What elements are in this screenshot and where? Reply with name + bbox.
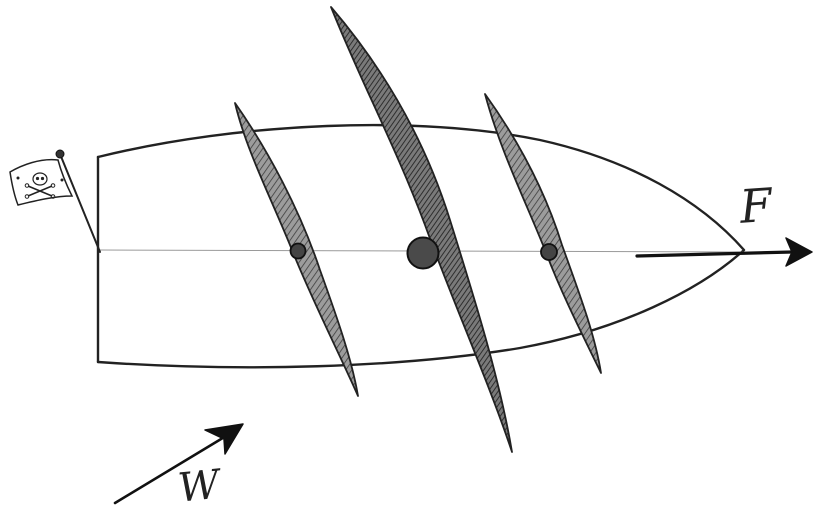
- force-label: F: [738, 177, 774, 234]
- sail-center: [330, 6, 513, 453]
- mast-left: [289, 242, 307, 260]
- mast-right: [540, 243, 558, 261]
- jolly-roger-flag-icon: [9, 149, 101, 253]
- wind-label: W: [176, 461, 222, 512]
- force-arrow: [635, 237, 813, 267]
- sail-right: [484, 93, 602, 374]
- boat-hull: [96, 123, 746, 369]
- mast-center: [406, 236, 440, 270]
- wind-arrow: [113, 423, 244, 505]
